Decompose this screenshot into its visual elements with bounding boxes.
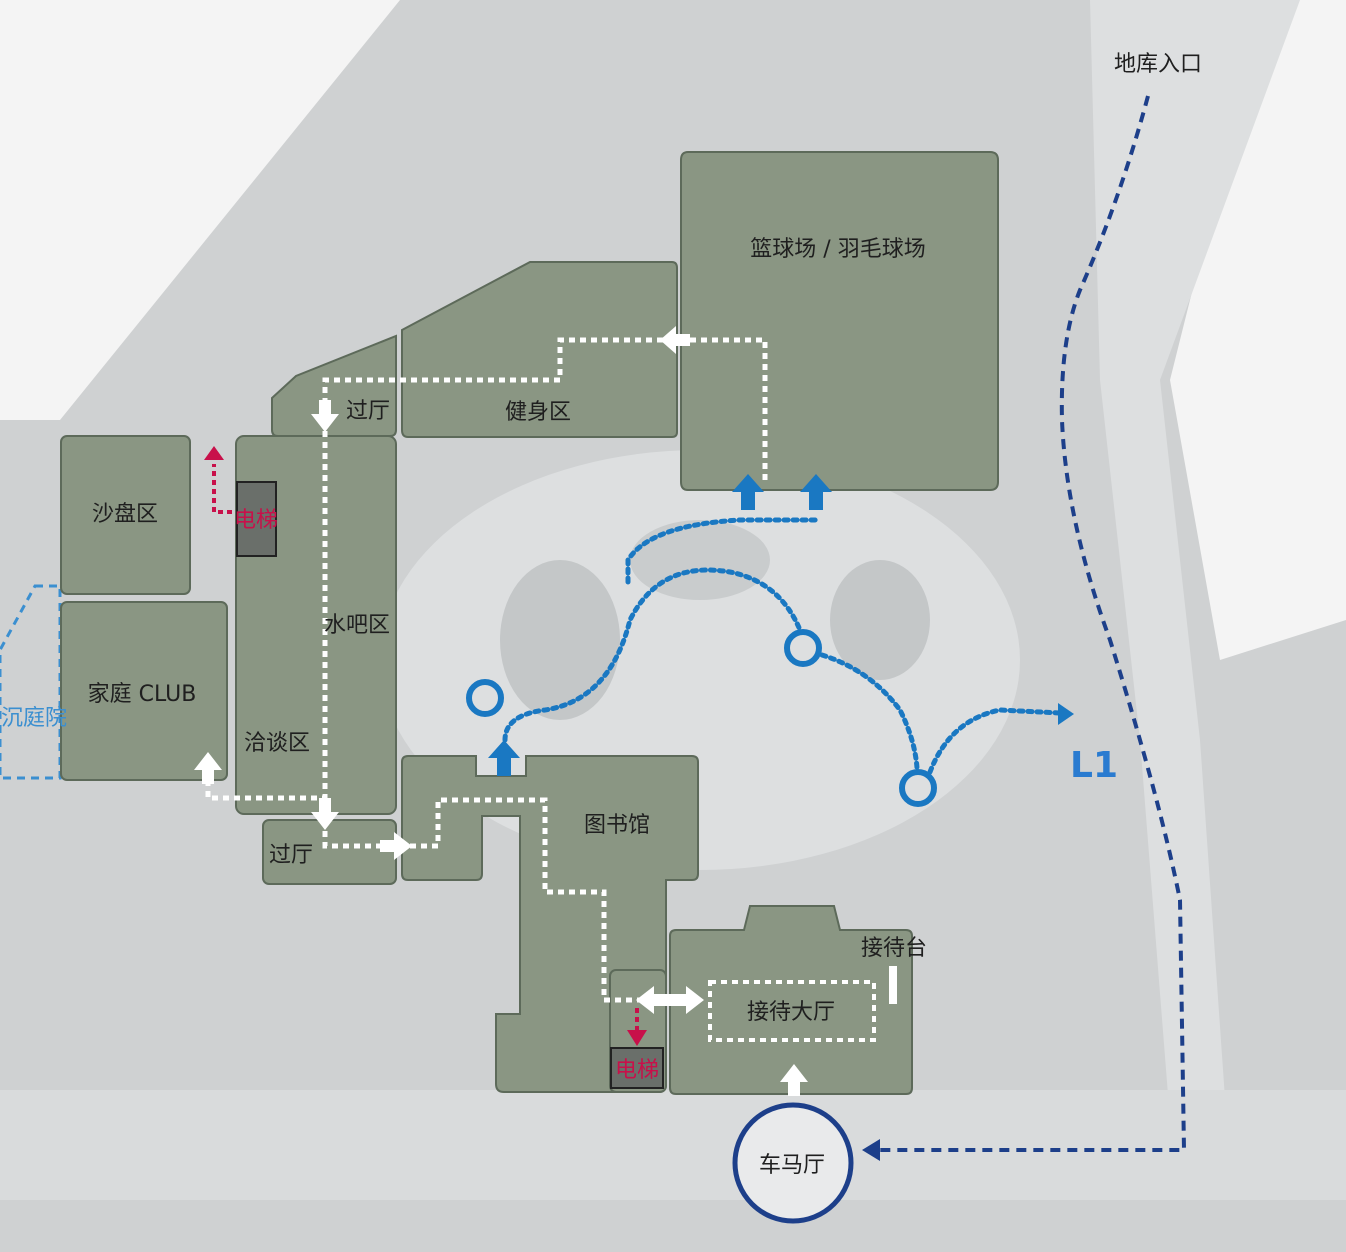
road — [880, 0, 1300, 1170]
label-hall-top: 过厅 — [346, 399, 390, 424]
blue-up-arrows — [488, 474, 832, 776]
label-reception-hall: 接待大厅 — [747, 1000, 835, 1025]
arrow-up-icon — [488, 740, 520, 776]
arrow-bidirectional-icon — [636, 986, 704, 1014]
blue-routes — [502, 517, 1063, 775]
elevator-route-top — [212, 464, 232, 514]
label-reception-desk: 接待台 — [861, 936, 927, 961]
arrow-down-icon — [311, 798, 339, 830]
white-arrows — [194, 326, 808, 1096]
garden-spot — [500, 560, 620, 720]
arrow-up-icon — [800, 474, 832, 510]
label-sunken-court: 沉庭院 — [1, 706, 67, 731]
reception-desk-bar — [889, 966, 897, 1004]
blue-nodes — [466, 629, 937, 807]
bottom-band — [0, 1090, 1346, 1200]
arrow-down-icon — [311, 400, 339, 432]
arrow-up-icon — [204, 446, 224, 460]
arrow-left-icon — [660, 326, 690, 354]
route-node — [784, 629, 822, 667]
room-family-club — [60, 601, 228, 781]
label-sand-table: 沙盘区 — [92, 502, 158, 527]
white-routes — [205, 337, 768, 1003]
elevator-box-top — [236, 481, 277, 557]
elevator-box-bottom — [610, 1047, 664, 1089]
route-node — [899, 769, 937, 807]
label-library: 图书馆 — [584, 813, 650, 838]
arrow-left-icon — [862, 1139, 880, 1161]
route-node — [466, 679, 504, 717]
label-elevator-bottom: 电梯 — [615, 1058, 659, 1083]
reception-hall-frame — [708, 980, 876, 1042]
basement-route — [880, 95, 1187, 1152]
garden-spot — [830, 560, 930, 680]
room-gym — [401, 261, 678, 438]
label-negotiation: 洽谈区 — [244, 731, 310, 756]
arrow-down-icon — [627, 1030, 647, 1046]
arrow-up-icon — [780, 1064, 808, 1096]
room-reception — [669, 905, 913, 1095]
label-water-bar: 水吧区 — [324, 613, 390, 638]
label-court: 篮球场 / 羽毛球场 — [750, 237, 925, 262]
label-family-club: 家庭 CLUB — [88, 682, 197, 707]
label-gym: 健身区 — [505, 400, 571, 425]
label-level: L1 — [1070, 745, 1118, 786]
arrow-up-icon — [194, 752, 222, 784]
room-sand-table — [60, 435, 191, 595]
porte-cochere-circle — [732, 1102, 854, 1224]
arrow-right-icon — [1058, 703, 1074, 725]
label-hall-bottom: 过厅 — [269, 843, 313, 868]
room-court — [680, 151, 999, 491]
sunken-court-outline — [0, 584, 62, 780]
arrow-up-icon — [732, 474, 764, 510]
label-elevator-top: 电梯 — [234, 508, 278, 533]
arrow-right-icon — [380, 832, 412, 860]
label-basement-entrance: 地库入口 — [1114, 52, 1202, 77]
label-porte-cochere: 车马厅 — [759, 1153, 825, 1178]
